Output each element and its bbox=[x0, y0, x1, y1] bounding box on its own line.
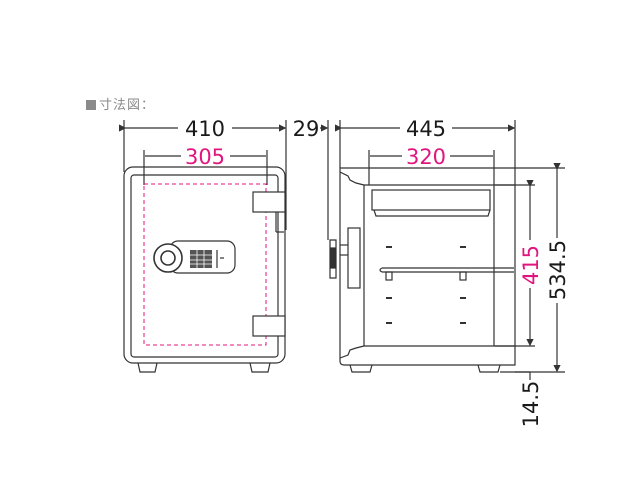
side-depth-label: 445 bbox=[406, 117, 446, 141]
front-width-label: 410 bbox=[185, 117, 225, 141]
caption-square-icon bbox=[86, 100, 96, 110]
front-inner-width-label: 305 bbox=[185, 145, 225, 169]
foot-height-label: 14.5 bbox=[519, 381, 543, 428]
diagram-caption: 寸法図： bbox=[86, 94, 155, 113]
side-inner-depth-label: 320 bbox=[406, 145, 446, 169]
front-view bbox=[119, 120, 287, 373]
side-view bbox=[329, 120, 565, 380]
outer-height-label: 534.5 bbox=[546, 240, 570, 300]
inner-height-label: 415 bbox=[519, 245, 543, 285]
caption-suffix: ： bbox=[141, 98, 156, 113]
door-depth-label: 29 bbox=[293, 117, 320, 141]
caption-label: 寸法図 bbox=[99, 98, 142, 113]
